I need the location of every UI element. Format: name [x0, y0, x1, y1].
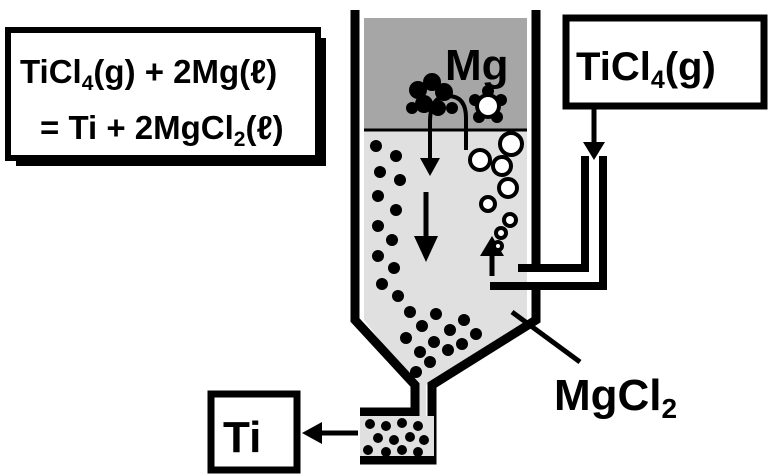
equation-line-1: TiCl4(g) + 2Mg(ℓ)	[20, 53, 277, 95]
reaction-equation-box: TiCl4(g) + 2Mg(ℓ) = Ti + 2MgCl2(ℓ)	[5, 27, 326, 166]
ticl4-feed-arrow-head	[583, 142, 605, 160]
ti-output-box: Ti	[207, 390, 301, 474]
flower-bubble	[469, 85, 507, 123]
reactor-left-wall	[350, 10, 420, 417]
circulation-arrow	[428, 93, 468, 165]
ticl4-label-box: TiCl4(g)	[562, 14, 768, 110]
gas-bubbles	[468, 131, 524, 252]
ticl4-inlet-pipe	[490, 156, 607, 290]
equation-box-frame	[5, 27, 321, 161]
ti-box-frame	[207, 390, 301, 474]
outlet-ti-particles	[363, 418, 429, 457]
ticl4-label: TiCl4(g)	[576, 45, 716, 94]
mgcl2-leader-line	[510, 309, 582, 365]
reactor-vessel	[350, 10, 541, 465]
equation-line-2: = Ti + 2MgCl2(ℓ)	[40, 109, 284, 151]
circulation-arrow-head	[420, 158, 440, 176]
ti-output-arrow-head	[302, 422, 322, 444]
ticl4-box-frame	[562, 14, 768, 110]
ti-label: Ti	[223, 413, 261, 462]
mgcl2-label: MgCl2	[554, 371, 677, 424]
ti-particles	[370, 140, 482, 378]
sinking-arrow-head	[414, 236, 438, 262]
reactor-right-wall-lower	[360, 290, 541, 465]
mg-label: Mg	[445, 41, 509, 90]
